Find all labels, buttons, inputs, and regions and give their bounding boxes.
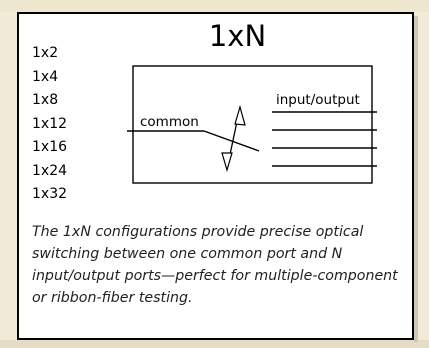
background-top-strip <box>0 0 429 12</box>
configuration-item: 1x24 <box>32 162 68 179</box>
configuration-item: 1x16 <box>32 139 68 155</box>
switch-enclosure <box>132 65 373 184</box>
configuration-item: 1x2 <box>32 45 59 61</box>
page-title: 1xN <box>208 19 267 53</box>
configuration-item: 1x4 <box>32 68 59 85</box>
common-port-label: common <box>140 114 199 130</box>
switch-diagram: common input/output <box>19 14 416 214</box>
configuration-item: 1x12 <box>32 115 68 132</box>
description-text: The 1xN configurations provide precise o… <box>32 224 398 306</box>
info-card: 1xN 1x2 1x4 1x8 1x12 1x16 1x24 1x32 comm… <box>17 12 414 340</box>
configuration-list: 1x2 1x4 1x8 1x12 1x16 1x24 1x32 <box>32 42 67 207</box>
background-bottom-strip <box>0 340 429 348</box>
motion-arrowhead-down <box>221 152 233 173</box>
switch-diagram-svg <box>127 65 377 184</box>
configuration-item: 1x32 <box>32 186 68 202</box>
switch-arm <box>203 130 260 152</box>
configuration-item: 1x8 <box>32 92 59 108</box>
motion-arrowhead-up <box>234 104 246 126</box>
io-port-label: input/output <box>276 92 360 108</box>
card-shadow <box>414 16 418 342</box>
